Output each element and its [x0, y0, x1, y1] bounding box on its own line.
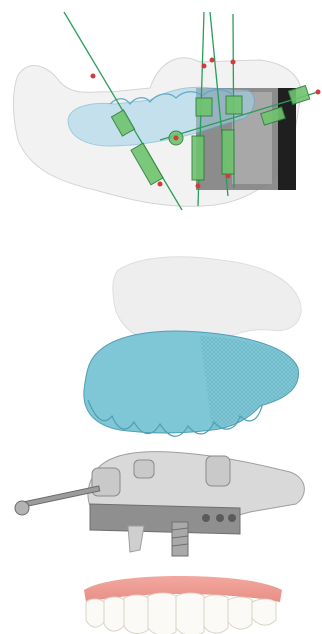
- implant: [192, 136, 204, 180]
- guide-hole: [228, 514, 236, 522]
- stack-svg: [0, 250, 322, 634]
- guide-tail: [128, 526, 144, 552]
- marker-dot: [231, 60, 236, 65]
- tooth: [148, 593, 176, 634]
- marker-dot: [196, 184, 201, 189]
- guide-hole: [216, 514, 224, 522]
- guide-implant: [172, 522, 188, 556]
- tooth: [204, 595, 228, 633]
- implant-body: [172, 522, 188, 556]
- marker-dot: [91, 74, 96, 79]
- tooth: [176, 593, 204, 634]
- denture-teeth: [86, 593, 276, 634]
- marker-dot: [316, 90, 321, 95]
- tooth: [252, 599, 276, 625]
- tooth: [86, 599, 104, 627]
- planning-svg: [0, 0, 322, 220]
- gingiva-mesh: [200, 336, 299, 428]
- implant: [222, 130, 234, 174]
- sleeve: [134, 460, 154, 478]
- marker-dot: [202, 64, 207, 69]
- guide-holes: [202, 514, 236, 522]
- implant: [226, 96, 242, 114]
- upper-jaw: [113, 257, 301, 345]
- sleeve: [206, 456, 230, 486]
- tooth: [228, 597, 252, 629]
- marker-dot: [158, 182, 163, 187]
- tooth: [104, 597, 124, 631]
- tooth: [124, 595, 148, 633]
- marker-dot: [226, 174, 231, 179]
- exploded-stack-view: [0, 250, 322, 634]
- marker-dot: [174, 136, 179, 141]
- pin-head: [15, 501, 29, 515]
- fixation-pin: [15, 486, 100, 515]
- marker-dot: [210, 58, 215, 63]
- implant-planning-view: [0, 0, 322, 220]
- implant: [196, 98, 212, 116]
- guide-hole: [202, 514, 210, 522]
